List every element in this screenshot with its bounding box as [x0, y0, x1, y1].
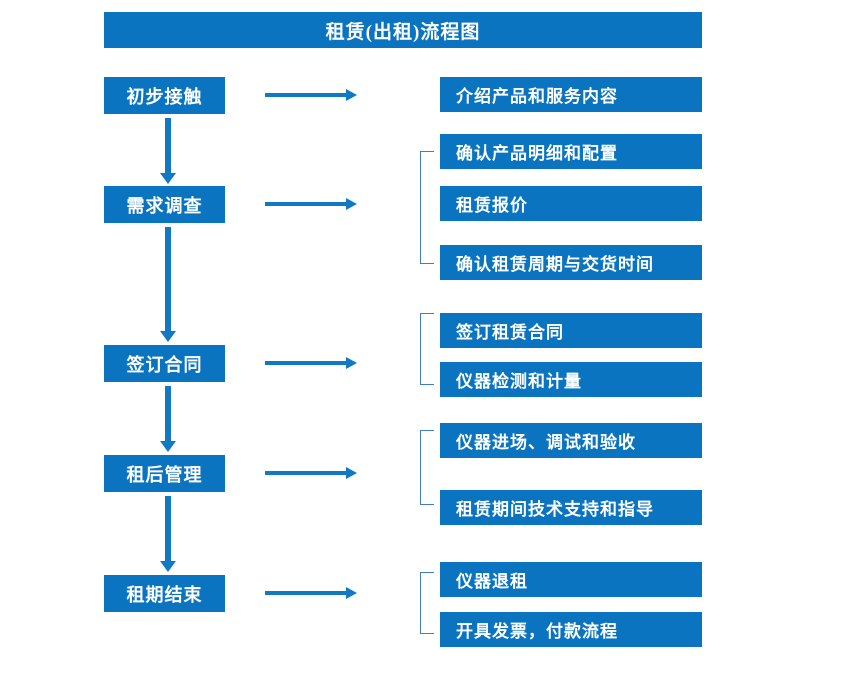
- down-arrow-icon-3: [160, 386, 176, 452]
- bracket-group-closing: [420, 572, 434, 634]
- detail-box-rental-quotation[interactable]: 租赁报价: [440, 186, 702, 221]
- stage-box-sign-contract[interactable]: 签订合同: [104, 345, 225, 382]
- down-arrow-icon-4: [160, 496, 176, 572]
- detail-box-instrument-onsite-commissioning[interactable]: 仪器进场、调试和验收: [440, 423, 702, 458]
- page-title: 租赁(出租)流程图: [104, 12, 702, 48]
- detail-box-instrument-inspection[interactable]: 仪器检测和计量: [440, 362, 702, 397]
- stage-box-rental-end[interactable]: 租期结束: [104, 575, 225, 612]
- stage-box-post-rental-management[interactable]: 租后管理: [104, 455, 225, 492]
- stage-box-initial-contact[interactable]: 初步接触: [104, 77, 225, 114]
- detail-box-confirm-product-details[interactable]: 确认产品明细和配置: [440, 134, 702, 169]
- detail-box-sign-rental-contract[interactable]: 签订租赁合同: [440, 313, 702, 348]
- right-arrow-icon-5: [265, 586, 357, 600]
- bracket-group-requirements: [420, 151, 434, 264]
- right-arrow-icon-2: [265, 197, 357, 211]
- bracket-group-aftercare: [420, 430, 434, 505]
- detail-box-instrument-return[interactable]: 仪器退租: [440, 562, 702, 597]
- stage-box-requirement-survey[interactable]: 需求调查: [104, 186, 225, 223]
- bracket-group-contract: [420, 313, 434, 385]
- detail-box-invoice-payment[interactable]: 开具发票，付款流程: [440, 612, 702, 647]
- right-arrow-icon-4: [265, 466, 357, 480]
- detail-box-confirm-rental-period[interactable]: 确认租赁周期与交货时间: [440, 245, 702, 280]
- down-arrow-icon-1: [160, 118, 176, 184]
- detail-box-introduce-products[interactable]: 介绍产品和服务内容: [440, 77, 702, 112]
- down-arrow-icon-2: [160, 227, 176, 342]
- detail-box-technical-support[interactable]: 租赁期间技术支持和指导: [440, 490, 702, 525]
- right-arrow-icon-1: [265, 88, 357, 102]
- right-arrow-icon-3: [265, 356, 357, 370]
